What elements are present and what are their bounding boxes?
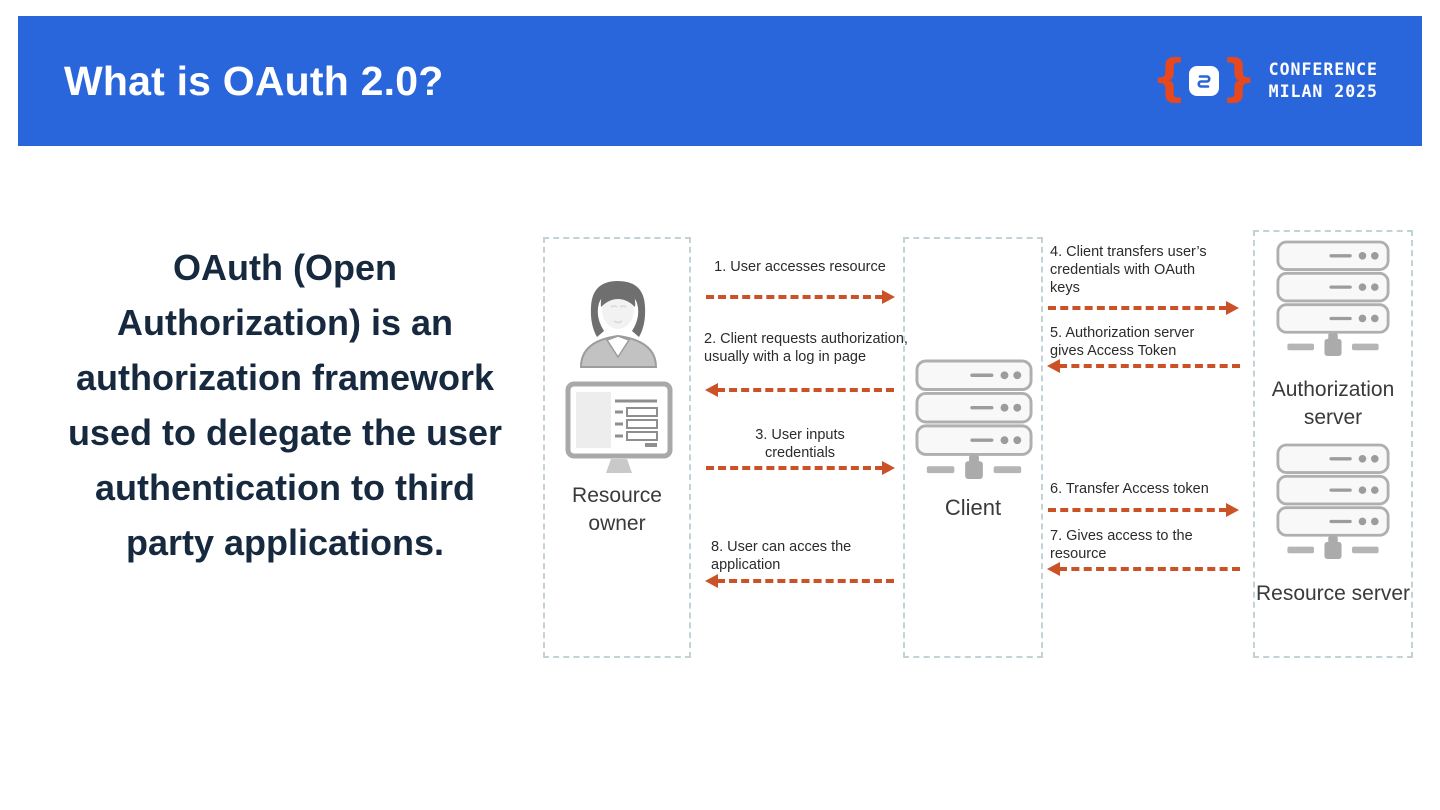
header-bar: What is OAuth 2.0? { } CONFERENCE MILAN … (18, 16, 1422, 146)
logo-glyph-icon (1189, 66, 1220, 96)
step-8-arrow-left-icon (705, 574, 894, 588)
step-4-label: 4. Client transfers user’s credentials w… (1050, 244, 1207, 296)
intro-line: party applications. (125, 522, 445, 563)
network-connector-icon (1287, 333, 1379, 356)
intro-line: authorization framework (75, 357, 495, 398)
woman-avatar-icon (579, 281, 658, 368)
intro-line: OAuth (Open (173, 247, 397, 288)
resource-server-label: Resource server (1255, 582, 1411, 605)
step-6-label: 6. Transfer Access token (1050, 481, 1209, 497)
intro-text-block: OAuth (Open Authorization) is an authori… (35, 240, 535, 570)
network-connector-icon (926, 455, 1022, 479)
logo-braces-icon: { } (1151, 53, 1256, 103)
client-panel: Client (903, 237, 1043, 658)
step-8-label: 8. User can acces the application (711, 539, 852, 573)
intro-line: used to delegate the user (67, 412, 503, 453)
logo-text: CONFERENCE MILAN 2025 (1269, 59, 1378, 103)
resource-owner-label: Resource owner (572, 484, 662, 535)
step-1-label: 1. User accesses resource (714, 259, 886, 275)
monitor-login-icon (565, 381, 673, 473)
intro-line: Authorization) is an (117, 302, 453, 343)
authorization-server-label: Authorization server (1271, 378, 1395, 429)
step-2-arrow-left-icon (705, 383, 894, 397)
step-3-arrow-right-icon (706, 461, 895, 475)
logo-text-line1: CONFERENCE (1268, 60, 1378, 79)
step-1-arrow-right-icon (706, 290, 895, 304)
step-7-arrow-left-icon (1047, 562, 1240, 576)
right-brace-icon: } (1221, 49, 1257, 107)
logo-text-line2: MILAN 2025 (1268, 82, 1378, 101)
step-2-label: 2. Client requests authorization, usuall… (704, 331, 908, 365)
step-3-label: 3. User inputs credentials (755, 427, 845, 461)
step-5-arrow-left-icon (1047, 359, 1240, 373)
network-connector-icon (1287, 536, 1379, 559)
client-label: Client (944, 495, 1002, 520)
step-5-label: 5. Authorization server gives Access Tok… (1050, 325, 1195, 359)
step-4-arrow-right-icon (1048, 301, 1239, 315)
servers-panel: Authorization server Resource s (1253, 230, 1413, 658)
resource-owner-panel: Resource owner (543, 237, 691, 658)
server-stack-icon (1276, 443, 1390, 559)
left-brace-icon: { (1151, 49, 1188, 107)
step-6-arrow-right-icon (1048, 503, 1239, 517)
page-title: What is OAuth 2.0? (64, 57, 444, 104)
step-7-label: 7. Gives access to the resource (1050, 528, 1193, 562)
conference-logo: { } CONFERENCE MILAN 2025 (1151, 53, 1378, 103)
intro-line: authentication to third (95, 467, 475, 508)
server-stack-icon (915, 359, 1033, 479)
server-stack-icon (1276, 240, 1390, 356)
